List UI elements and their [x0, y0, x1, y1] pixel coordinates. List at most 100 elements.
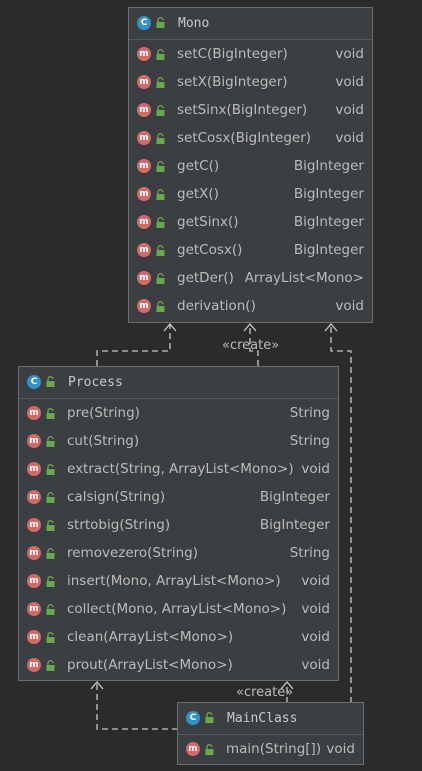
- method-icon: m: [27, 518, 41, 532]
- lock-icon: [46, 604, 55, 615]
- lock-icon: [156, 49, 165, 60]
- lock-icon: [205, 712, 214, 723]
- method-icon: m: [27, 630, 41, 644]
- method-return-type: BigInteger: [293, 158, 364, 174]
- lock-icon: [156, 273, 165, 284]
- lock-icon: [156, 189, 165, 200]
- method-row[interactable]: m clean(ArrayList<Mono>) void: [19, 623, 338, 651]
- method-icon: m: [27, 658, 41, 672]
- lock-icon: [156, 133, 165, 144]
- method-icon: m: [137, 159, 151, 173]
- method-return-type: void: [301, 629, 330, 645]
- lock-icon: [156, 161, 165, 172]
- lock-icon: [46, 520, 55, 531]
- method-row[interactable]: m derivation() void: [129, 292, 372, 320]
- method-return-type: String: [289, 545, 330, 561]
- method-name: extract(String, ArrayList<Mono>): [67, 461, 294, 477]
- method-return-type: void: [335, 298, 364, 314]
- lock-icon: [46, 660, 55, 671]
- create-label-top: «create»: [222, 338, 280, 353]
- method-icon: m: [137, 215, 151, 229]
- method-icon: m: [27, 574, 41, 588]
- method-name: setX(BigInteger): [177, 74, 288, 90]
- lock-icon: [46, 376, 55, 387]
- method-return-type: void: [335, 102, 364, 118]
- method-name: prout(ArrayList<Mono>): [67, 657, 233, 673]
- method-name: collect(Mono, ArrayList<Mono>): [67, 601, 287, 617]
- method-name: setC(BigInteger): [177, 46, 288, 62]
- method-icon: m: [137, 271, 151, 285]
- lock-icon: [156, 217, 165, 228]
- method-name: removezero(String): [67, 545, 198, 561]
- method-return-type: BigInteger: [293, 242, 364, 258]
- method-row[interactable]: m setSinx(BigInteger) void: [129, 96, 372, 124]
- method-return-type: void: [301, 657, 330, 673]
- lock-icon: [156, 17, 165, 28]
- method-return-type: void: [301, 461, 330, 477]
- method-name: clean(ArrayList<Mono>): [67, 629, 234, 645]
- method-return-type: ArrayList<Mono>: [244, 270, 364, 286]
- method-name: getC(): [177, 158, 220, 174]
- method-icon: m: [137, 131, 151, 145]
- create-label-bottom: «create»: [236, 685, 294, 700]
- lock-icon: [46, 576, 55, 587]
- method-icon: m: [137, 243, 151, 257]
- lock-icon: [46, 436, 55, 447]
- method-return-type: BigInteger: [293, 214, 364, 230]
- method-name: derivation(): [177, 298, 256, 314]
- class-header: C Mono: [129, 8, 372, 40]
- method-row[interactable]: m getCosx() BigInteger: [129, 236, 372, 264]
- method-name: getCosx(): [177, 242, 243, 258]
- method-name: setSinx(BigInteger): [177, 102, 308, 118]
- method-icon: m: [137, 299, 151, 313]
- lock-icon: [156, 245, 165, 256]
- method-icon: m: [27, 406, 41, 420]
- method-icon: m: [137, 103, 151, 117]
- method-row[interactable]: m getC() BigInteger: [129, 152, 372, 180]
- method-name: getX(): [177, 186, 219, 202]
- method-icon: m: [27, 434, 41, 448]
- method-name: cut(String): [67, 433, 140, 449]
- method-row[interactable]: m getSinx() BigInteger: [129, 208, 372, 236]
- class-title: MainClass: [227, 711, 298, 726]
- method-row[interactable]: m prout(ArrayList<Mono>) void: [19, 651, 338, 679]
- method-name: getSinx(): [177, 214, 239, 230]
- method-icon: m: [137, 187, 151, 201]
- method-icon: m: [186, 742, 200, 756]
- method-name: calsign(String): [67, 489, 166, 505]
- lock-icon: [46, 408, 55, 419]
- class-icon: C: [27, 375, 41, 389]
- method-name: strtobig(String): [67, 517, 171, 533]
- method-return-type: void: [335, 130, 364, 146]
- method-icon: m: [137, 75, 151, 89]
- method-icon: m: [27, 490, 41, 504]
- lock-icon: [205, 744, 214, 755]
- method-name: insert(Mono, ArrayList<Mono>): [67, 573, 281, 589]
- lock-icon: [46, 632, 55, 643]
- arrow-main-to-process-left: [96, 682, 178, 730]
- lock-icon: [46, 492, 55, 503]
- lock-icon: [156, 105, 165, 116]
- method-name: main(String[]): [226, 741, 322, 757]
- lock-icon: [46, 548, 55, 559]
